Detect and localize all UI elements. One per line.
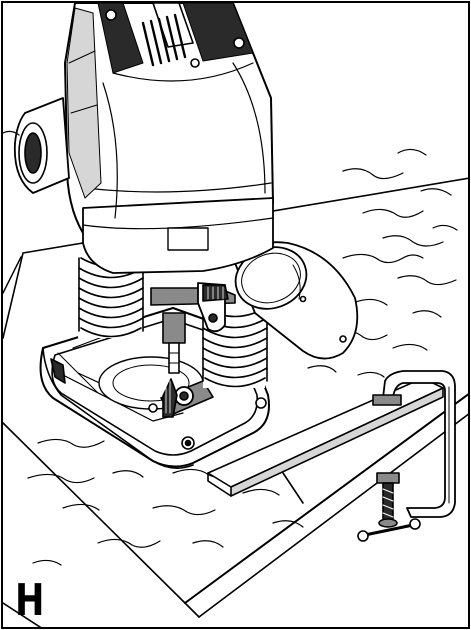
board-edge-left xyxy=(3,256,22,294)
edge-guide-knob xyxy=(160,378,214,418)
wood-grain xyxy=(27,148,458,566)
dust-port xyxy=(3,97,70,194)
router-illustration xyxy=(3,3,468,627)
dust-shield xyxy=(234,241,359,360)
figure-label: H xyxy=(15,575,45,626)
c-clamp xyxy=(357,370,456,542)
plunge-lock-lever xyxy=(150,282,236,333)
workbench-board xyxy=(3,177,468,627)
motor-housing xyxy=(64,3,274,274)
vent-slots xyxy=(141,13,187,67)
router-bit xyxy=(162,312,186,374)
